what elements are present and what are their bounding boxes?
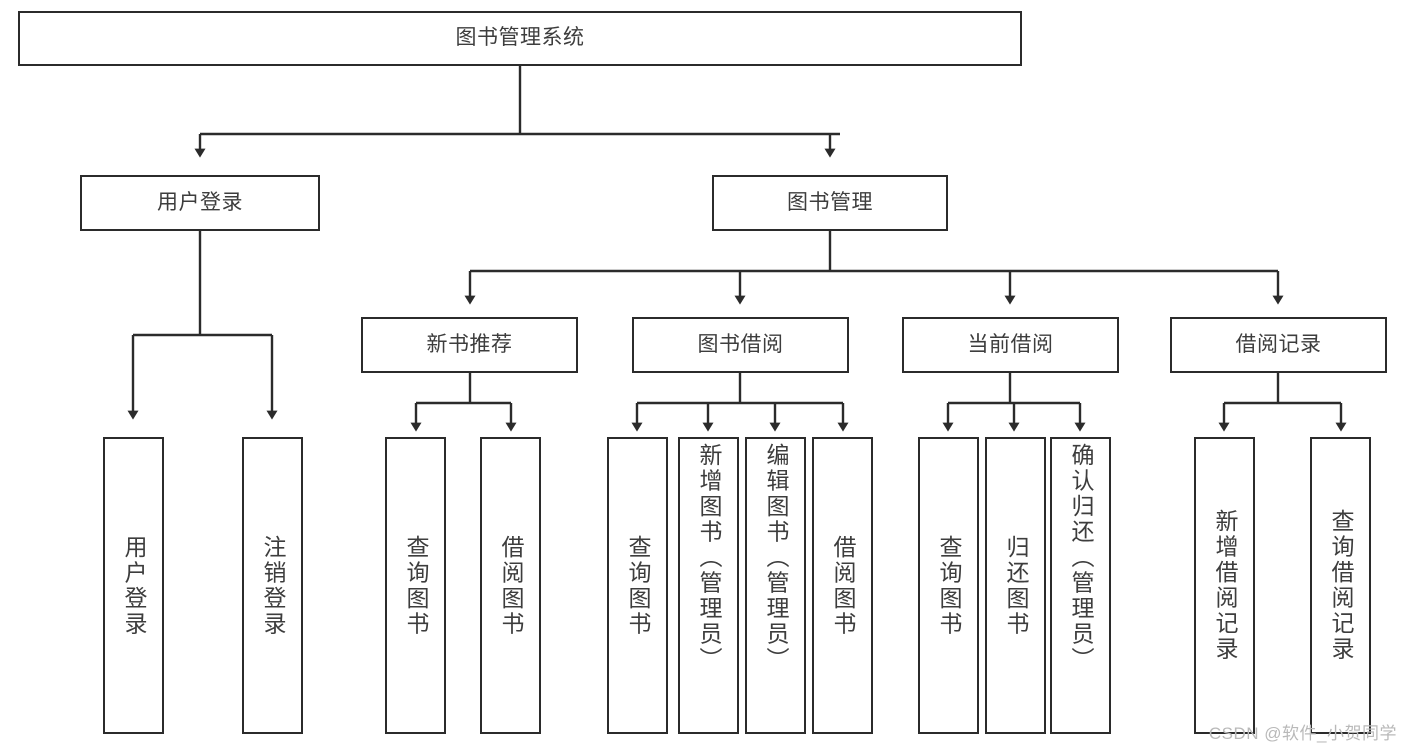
node-leaf-return-book-label: 归还图书 <box>1003 534 1029 637</box>
node-leaf-logout-login-label: 注销登录 <box>260 534 286 637</box>
node-leaf-borrow-book-1[interactable]: 借阅图书 <box>480 437 541 734</box>
watermark-text: CSDN @软件_小贺同学 <box>1208 724 1397 743</box>
node-leaf-query-record-label: 查询借阅记录 <box>1328 509 1354 662</box>
node-leaf-query-book-3[interactable]: 查询图书 <box>918 437 979 734</box>
node-current-borrow[interactable]: 当前借阅 <box>902 317 1119 373</box>
node-user-login-label: 用户登录 <box>157 190 243 214</box>
node-current-borrow-label: 当前借阅 <box>967 332 1054 356</box>
node-leaf-borrow-book-1-label: 借阅图书 <box>498 534 524 637</box>
node-leaf-query-book-2[interactable]: 查询图书 <box>607 437 668 734</box>
node-leaf-borrow-book-2[interactable]: 借阅图书 <box>812 437 873 734</box>
node-leaf-query-record[interactable]: 查询借阅记录 <box>1310 437 1371 734</box>
node-leaf-edit-book[interactable]: 编辑图书（管理员） <box>745 437 806 734</box>
node-borrow-record[interactable]: 借阅记录 <box>1170 317 1387 373</box>
node-leaf-add-book[interactable]: 新增图书（管理员） <box>678 437 739 734</box>
node-root-label: 图书管理系统 <box>455 26 585 50</box>
node-book-manage[interactable]: 图书管理 <box>712 175 948 231</box>
node-book-borrow[interactable]: 图书借阅 <box>632 317 849 373</box>
node-new-book-recommend[interactable]: 新书推荐 <box>361 317 578 373</box>
node-book-borrow-label: 图书借阅 <box>697 332 784 356</box>
node-leaf-query-book-2-label: 查询图书 <box>625 534 651 637</box>
node-leaf-user-login[interactable]: 用户登录 <box>103 437 164 734</box>
node-leaf-logout-login[interactable]: 注销登录 <box>242 437 303 734</box>
node-leaf-add-book-label: 新增图书（管理员） <box>696 443 722 673</box>
node-leaf-user-login-label: 用户登录 <box>121 534 147 637</box>
node-leaf-query-book-1[interactable]: 查询图书 <box>385 437 446 734</box>
node-book-manage-label: 图书管理 <box>787 190 873 214</box>
node-user-login[interactable]: 用户登录 <box>80 175 320 231</box>
node-borrow-record-label: 借阅记录 <box>1235 332 1322 356</box>
node-leaf-add-record[interactable]: 新增借阅记录 <box>1194 437 1255 734</box>
node-leaf-return-book[interactable]: 归还图书 <box>985 437 1046 734</box>
node-root-system[interactable]: 图书管理系统 <box>18 11 1022 66</box>
node-leaf-borrow-book-2-label: 借阅图书 <box>830 534 856 637</box>
node-new-book-recommend-label: 新书推荐 <box>426 332 513 356</box>
node-leaf-edit-book-label: 编辑图书（管理员） <box>763 443 789 673</box>
node-leaf-query-book-1-label: 查询图书 <box>403 534 429 637</box>
node-leaf-confirm-return[interactable]: 确认归还（管理员） <box>1050 437 1111 734</box>
node-leaf-confirm-return-label: 确认归还（管理员） <box>1068 443 1094 673</box>
node-leaf-add-record-label: 新增借阅记录 <box>1212 509 1238 662</box>
node-leaf-query-book-3-label: 查询图书 <box>936 534 962 637</box>
